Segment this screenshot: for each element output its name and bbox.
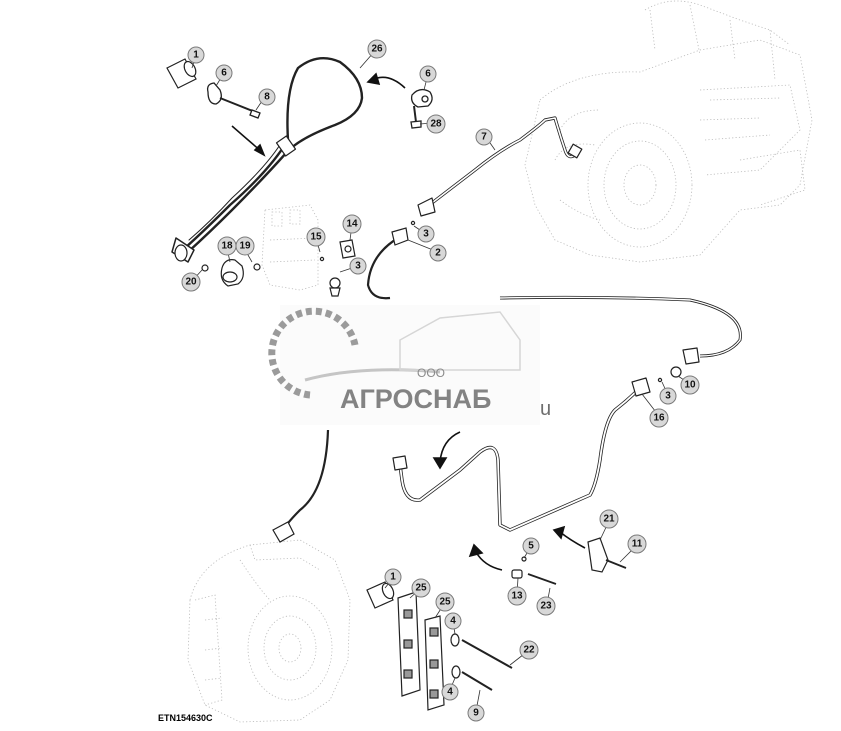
svg-text:13: 13 — [511, 591, 523, 602]
svg-text:6: 6 — [425, 69, 431, 80]
svg-text:18: 18 — [221, 241, 233, 252]
long-hose-right — [499, 295, 742, 378]
callout-25-front: 25 — [411, 578, 431, 598]
callout-20: 20 — [181, 272, 201, 292]
svg-text:3: 3 — [665, 391, 671, 402]
callout-2: 2 — [429, 244, 447, 262]
callout-10: 10 — [680, 375, 700, 395]
svg-text:5: 5 — [528, 541, 534, 552]
callout-3-b: 3 — [417, 225, 435, 243]
svg-text:1: 1 — [193, 50, 199, 61]
callouts: 1 6 8 26 6 28 7 15 14 18 19 3 3 2 20 3 1… — [181, 39, 700, 722]
callout-11: 11 — [627, 534, 647, 554]
washers-4-bolts-22-9 — [450, 633, 513, 691]
clip-5-bolt-23 — [511, 556, 557, 585]
transmission-housing-bottom-left — [187, 539, 351, 723]
pin-1-bottom — [366, 581, 395, 609]
svg-text:9: 9 — [473, 708, 479, 719]
callout-22: 22 — [519, 640, 539, 660]
svg-text:28: 28 — [430, 119, 442, 130]
figure-reference-code: ETN154630C — [158, 713, 213, 723]
watermark-suffix: u — [540, 398, 551, 420]
svg-text:19: 19 — [239, 241, 251, 252]
callout-6-right: 6 — [419, 65, 437, 83]
callout-25-back: 25 — [435, 592, 455, 612]
hose-26 — [171, 56, 364, 263]
hose-lower — [272, 429, 330, 543]
callout-8: 8 — [258, 88, 276, 106]
watermark-prefix: ООО — [417, 366, 445, 380]
valve-block — [261, 204, 319, 291]
callout-6-left: 6 — [215, 64, 233, 82]
svg-text:3: 3 — [355, 261, 361, 272]
svg-text:11: 11 — [632, 539, 643, 550]
bracket-25-front — [397, 591, 421, 697]
svg-text:8: 8 — [264, 92, 270, 103]
svg-text:4: 4 — [447, 687, 453, 698]
clamp-6-left — [206, 82, 261, 119]
fitting-14 — [319, 220, 663, 383]
watermark-name: АГРОСНАБ — [340, 384, 491, 414]
watermark-logo: ООО АГРОСНАБ u — [268, 305, 551, 425]
svg-text:1: 1 — [390, 572, 396, 583]
pipe-7 — [417, 116, 583, 217]
callout-9: 9 — [467, 704, 485, 722]
callout-3-a: 3 — [349, 257, 367, 275]
callout-19: 19 — [235, 236, 255, 256]
hose-2 — [366, 227, 409, 300]
callout-4-bottom: 4 — [441, 683, 459, 701]
svg-text:25: 25 — [439, 597, 451, 608]
svg-text:2: 2 — [435, 248, 441, 259]
clamp-6-right — [410, 88, 433, 129]
callout-23: 23 — [536, 596, 556, 616]
callout-13: 13 — [507, 586, 527, 606]
callout-3-c: 3 — [659, 387, 677, 405]
svg-text:7: 7 — [481, 132, 487, 143]
direction-arrows — [231, 72, 586, 571]
callout-7: 7 — [475, 128, 493, 146]
svg-text:21: 21 — [603, 514, 615, 525]
svg-text:26: 26 — [371, 44, 383, 55]
callout-14: 14 — [342, 214, 362, 234]
svg-text:3: 3 — [423, 229, 429, 240]
callout-5: 5 — [522, 537, 540, 555]
elbow-fitting-18 — [201, 259, 261, 287]
callout-1-top: 1 — [187, 46, 205, 64]
callout-21: 21 — [599, 509, 619, 529]
callout-1-bottom: 1 — [384, 568, 402, 586]
svg-text:15: 15 — [310, 232, 322, 243]
svg-text:20: 20 — [185, 277, 197, 288]
svg-text:6: 6 — [221, 68, 227, 79]
svg-text:14: 14 — [346, 219, 358, 230]
svg-text:23: 23 — [540, 601, 552, 612]
pipe-16 — [392, 377, 651, 532]
svg-text:16: 16 — [653, 413, 665, 424]
callout-16: 16 — [649, 408, 669, 428]
callout-26: 26 — [367, 39, 387, 59]
clip-21 — [587, 537, 627, 573]
callout-18: 18 — [217, 236, 237, 256]
svg-text:22: 22 — [523, 645, 535, 656]
callout-15: 15 — [306, 227, 326, 247]
callout-4-top: 4 — [444, 612, 462, 630]
transmission-housing-top-right — [524, 0, 813, 263]
bracket-25-back — [424, 615, 445, 711]
svg-text:25: 25 — [415, 583, 427, 594]
svg-text:10: 10 — [684, 380, 696, 391]
svg-text:4: 4 — [450, 616, 456, 627]
callout-28: 28 — [426, 114, 446, 134]
